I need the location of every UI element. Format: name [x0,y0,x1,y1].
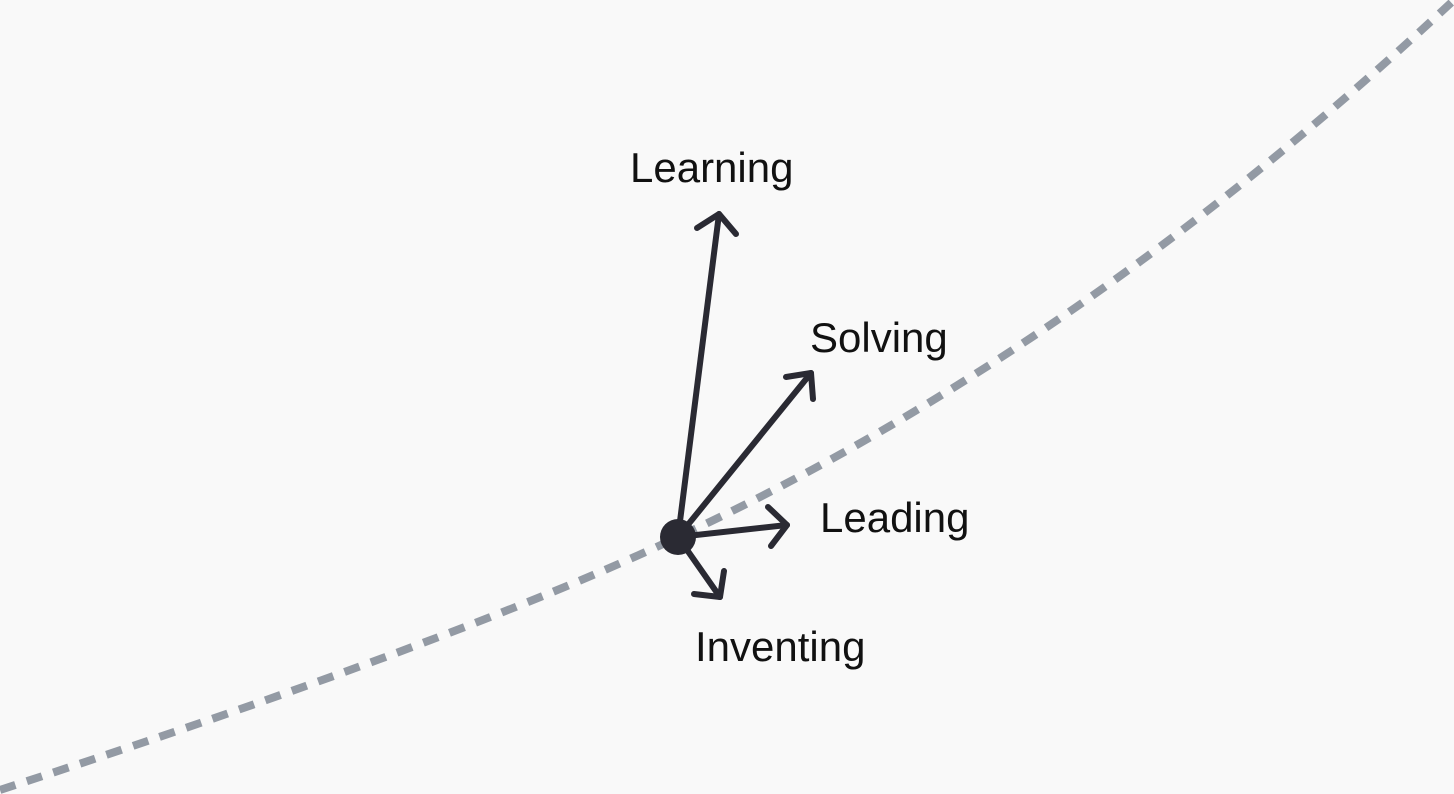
solving-arrow-head [783,370,816,402]
vector-inventing: Inventing [675,534,865,670]
vector-learning: Learning [630,144,793,540]
learning-arrow-shaft [675,211,722,540]
leading-arrow-shaft [675,522,790,540]
leading-label: Leading [820,494,969,541]
learning-label: Learning [630,144,793,191]
learning-arrow-head [694,211,739,237]
leading-arrow-head [765,504,790,549]
vector-solving: Solving [675,314,948,540]
vector-leading: Leading [675,494,969,549]
origin-point [660,519,696,555]
solving-label: Solving [810,314,948,361]
inventing-arrow-head [691,568,727,600]
inventing-label: Inventing [695,623,865,670]
solving-arrow-shaft [675,370,814,540]
